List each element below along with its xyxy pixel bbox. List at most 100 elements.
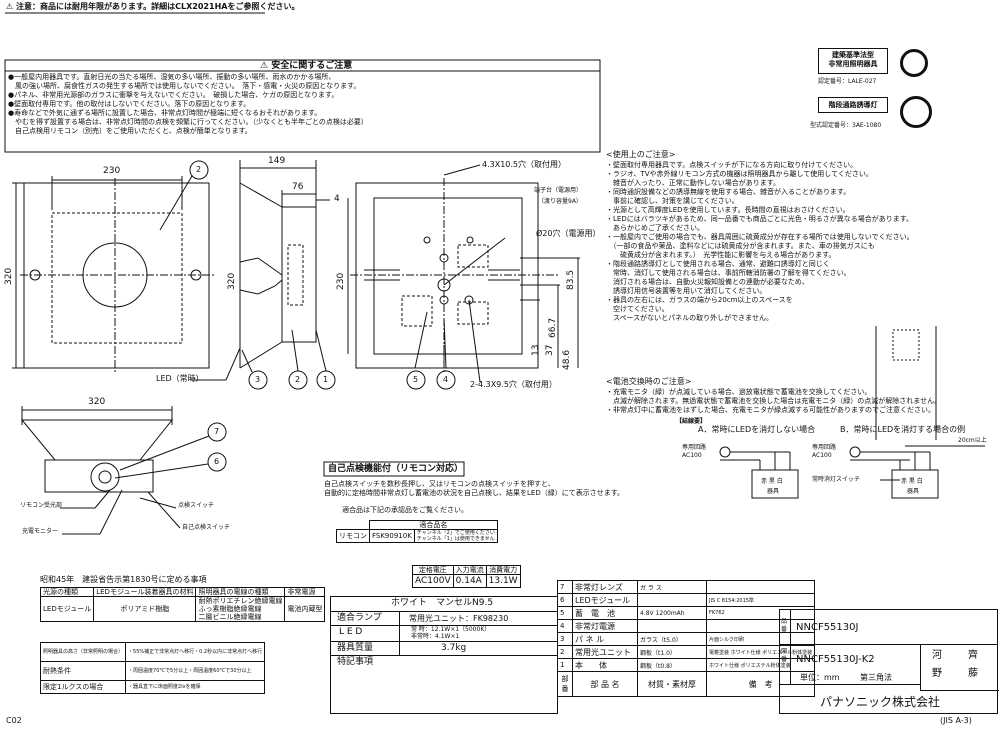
safety-line: 自己点検用リモコン（別売）をご使用いただくと、点検が簡単となります。 xyxy=(8,127,252,135)
terminal-label: 端子台（電源用） xyxy=(534,187,583,194)
dim-4: 4 xyxy=(334,194,340,204)
wiring-b-terminals: 赤 黒 白 xyxy=(901,478,923,485)
callout-number: 6 xyxy=(214,457,220,466)
led-label: LED（常時） xyxy=(156,374,204,383)
safety-lines: ●一般屋内用器具です。直射日光の当たる場所、湿気の多い場所、振動の多い場所、雨水… xyxy=(8,73,368,136)
parts-name: 非常灯レンズ xyxy=(572,580,638,594)
footer-format: (JIS A-3) xyxy=(940,716,972,725)
charge-monitor-label: 充電モニター xyxy=(22,528,59,535)
weight-label: 器具質量 xyxy=(337,643,374,653)
led-spec-emergency: 非常時：4.1W×1 xyxy=(411,633,460,640)
hinban-value: NNCF55130J xyxy=(796,622,859,633)
cert-box-1: 建築基準法型 非常用照明器具 xyxy=(818,48,888,74)
warning-icon: ⚠ xyxy=(260,61,269,71)
parts-material: ガ ラ ス xyxy=(637,580,707,594)
wiring-a-title: A．常時にLEDを消灯しない場合 xyxy=(698,425,816,434)
usage-line: 硫黄成分が含まれます。） 光学性能に影響を与える場合があります。 xyxy=(606,251,836,259)
parts-name: 本 体 xyxy=(572,658,638,672)
regulation-cell: ポリアミド樹脂 xyxy=(93,596,197,622)
approver-sign: 齊 xyxy=(968,650,978,661)
usage-line: ・LEDにはバラツキがあるため、同一品番でも商品ごとに光色・明るさが異なる場合が… xyxy=(606,215,914,223)
cert-box-2-text: 階段通路誘導灯 xyxy=(828,101,878,109)
usage-line: スペースがないとパネルの取り外しができません。 xyxy=(606,314,773,322)
weight-value: 3.7kg xyxy=(441,643,467,653)
self-check-switch-label: 自己点検スイッチ xyxy=(182,524,231,531)
warning-icon: ⚠ xyxy=(6,2,14,11)
finish-text: ホワイト マンセルN9.5 xyxy=(391,598,494,608)
usage-line: ・同時通訳設備などの誘導無線を使用する場合、雑音が入ることがあります。 xyxy=(606,188,851,196)
battery-title: <電池交換時のご注意> xyxy=(606,377,692,386)
regulation-cell: ふっ素樹脂絶縁電線 xyxy=(198,605,262,613)
power-consumption: 13.1W xyxy=(485,574,521,588)
remote-line: 自己点検スイッチを数秒長押し、又はリモコンの点検スイッチを押すと、 xyxy=(324,480,555,488)
regulation-conditions: 照明器具の高さ（非常照明の場合）・55%補正で非常点灯へ移行・0.2秒以内に非常… xyxy=(39,642,266,694)
remote-table-note: チャンネル「1」は使用できません xyxy=(416,536,495,542)
parts-material: 鋼板（t1.0） xyxy=(637,645,707,659)
company-name: パナソニック株式会社 xyxy=(820,695,941,709)
regulation-cond-label: 耐熱条件 xyxy=(39,661,127,681)
usage-line: 雑音が入ったり、正常に動作しない場合があります。 xyxy=(606,179,781,187)
spec-left-block: ホワイト マンセルN9.5 適合ランプ 常用光ユニット：FK98230 L E … xyxy=(330,596,558,714)
dim-320-vertical: 320 xyxy=(4,267,14,285)
regulation-cell: 耐熱ポリエチレン絶縁電線 xyxy=(198,597,283,605)
parts-name: LEDモジュール xyxy=(572,593,638,607)
remote-table-cell: リモコン xyxy=(336,529,370,543)
dim-phi20: Ø20穴（電源用） xyxy=(536,229,601,238)
cert-box-1-line-2: 非常用照明器具 xyxy=(828,60,878,68)
dim-66-7: 66.7 xyxy=(548,317,558,338)
parts-no: 2 xyxy=(557,645,573,659)
usage-line: ・壁面取付専用器具です。点検スイッチが下になる方向に取り付けてください。 xyxy=(606,161,858,169)
callout-number: 7 xyxy=(214,427,220,436)
terminal-capacity: （渡り容量9A） xyxy=(538,198,582,205)
usage-line: （一部の食品や薬品、塗料などには硫黄成分が含まれます。また、車の排気ガスにも xyxy=(606,242,875,250)
safety-line: やむを得ず設置する場合は、非常点灯時間の点検を頻繁に行ってください。（少なくとも… xyxy=(8,118,368,126)
dim-230-vertical: 230 xyxy=(336,272,346,290)
cert-2-number: 型式認定番号：3AE-1080 xyxy=(810,122,882,129)
parts-header-name: 部 品 名 xyxy=(572,671,638,697)
wiring-title: 【結線要】 xyxy=(676,418,707,425)
safety-line: ●寿命などで外気に通ずる場所に設置した場合、非常点灯時間が極端に短くなるおそれが… xyxy=(8,109,322,117)
top-notice: ⚠ 注意：商品には耐用年限があります。詳細はCLX2021HAをご参照ください。 xyxy=(6,2,299,12)
battery-line: ・非常点灯中に蓄電池をはずした場合、充電モニタが緑点滅する可能性がありますのでご… xyxy=(606,406,935,414)
parts-header-no: 部番 xyxy=(557,671,573,697)
usage-lines: ・壁面取付専用器具です。点検スイッチが下になる方向に取り付けてください。 ・ラジ… xyxy=(606,161,914,323)
battery-line: 点滅が解除されます。無過電状態で蓄電池を交換した場合は充電モニタ（緑）の点滅が解… xyxy=(606,397,942,405)
input-current: 0.14A xyxy=(452,574,487,588)
approver-sign: 野 xyxy=(932,668,942,679)
regulation-cond-value: ・55%補正で非常点灯へ移行・0.2秒以内に非常点灯へ移行 xyxy=(125,642,266,662)
regulation-cond-label: 限定1ルクスの場合 xyxy=(39,680,127,694)
dim-83-5: 83.5 xyxy=(566,269,576,290)
wiring-b-switch: 常時消灯スイッチ xyxy=(812,476,861,483)
approver-sign: 藤 xyxy=(968,668,978,679)
dim-hole-bottom: 2-4.3X9.5穴（取付用） xyxy=(470,380,557,389)
callout-number: 2 xyxy=(196,165,202,174)
rated-voltage: AC100V xyxy=(412,574,454,588)
cert-box-1-line-1: 建築基準法型 xyxy=(832,51,874,59)
callout-number: 4 xyxy=(443,375,449,384)
regulation-header: LEDモジュール装着器具の材料 xyxy=(93,587,197,597)
remote-approved: 適合品は下記の承認品をご覧ください。 xyxy=(342,506,468,514)
dim-37: 37 xyxy=(545,344,555,356)
parts-no: 6 xyxy=(557,593,573,607)
usage-line: 事前に確認し、対策を講じてください。 xyxy=(606,197,739,205)
parts-material: 鋼板（t0.8） xyxy=(637,658,707,672)
usage-line: ・一般屋内でご使用の場合でも、器具周囲に硫黄成分が存在する場所では使用しないでく… xyxy=(606,233,914,241)
remote-table: 適合品名 リモコン FSK90910K チャンネル「2」でご使用くださいチャンネ… xyxy=(336,520,498,543)
rating-table: 定格電圧 入力電流 消費電力 AC100V 0.14A 13.1W xyxy=(412,565,521,588)
parts-name: 常用光ユニット xyxy=(572,645,638,659)
regulation-table: 光源の種類 LEDモジュール装着器具の材料 照明器具の電線の種類 非常電源 LE… xyxy=(39,587,326,622)
parts-no: 7 xyxy=(557,580,573,594)
footer-code: C02 xyxy=(6,716,22,725)
usage-line: 消灯される場合は、自動火災報知設備との連動が必要なため、 xyxy=(606,278,809,286)
regulation-cell: 二層ビニル絶縁電線 xyxy=(198,613,262,621)
battery-lines: ・充電モニタ（緑）が点滅している場合、過放電状態で蓄電池を交換してください。 点… xyxy=(606,388,941,415)
usage-line: ・器具の左右には、ガラスの端から20cm以上のスペースを xyxy=(606,296,793,304)
remote-table-cell: FSK90910K xyxy=(369,529,415,543)
space-label: 20cm以上 xyxy=(958,437,987,444)
usage-line: ・階段通路誘導灯として使用される場合、通常、避難口誘導灯と同じく xyxy=(606,260,830,268)
